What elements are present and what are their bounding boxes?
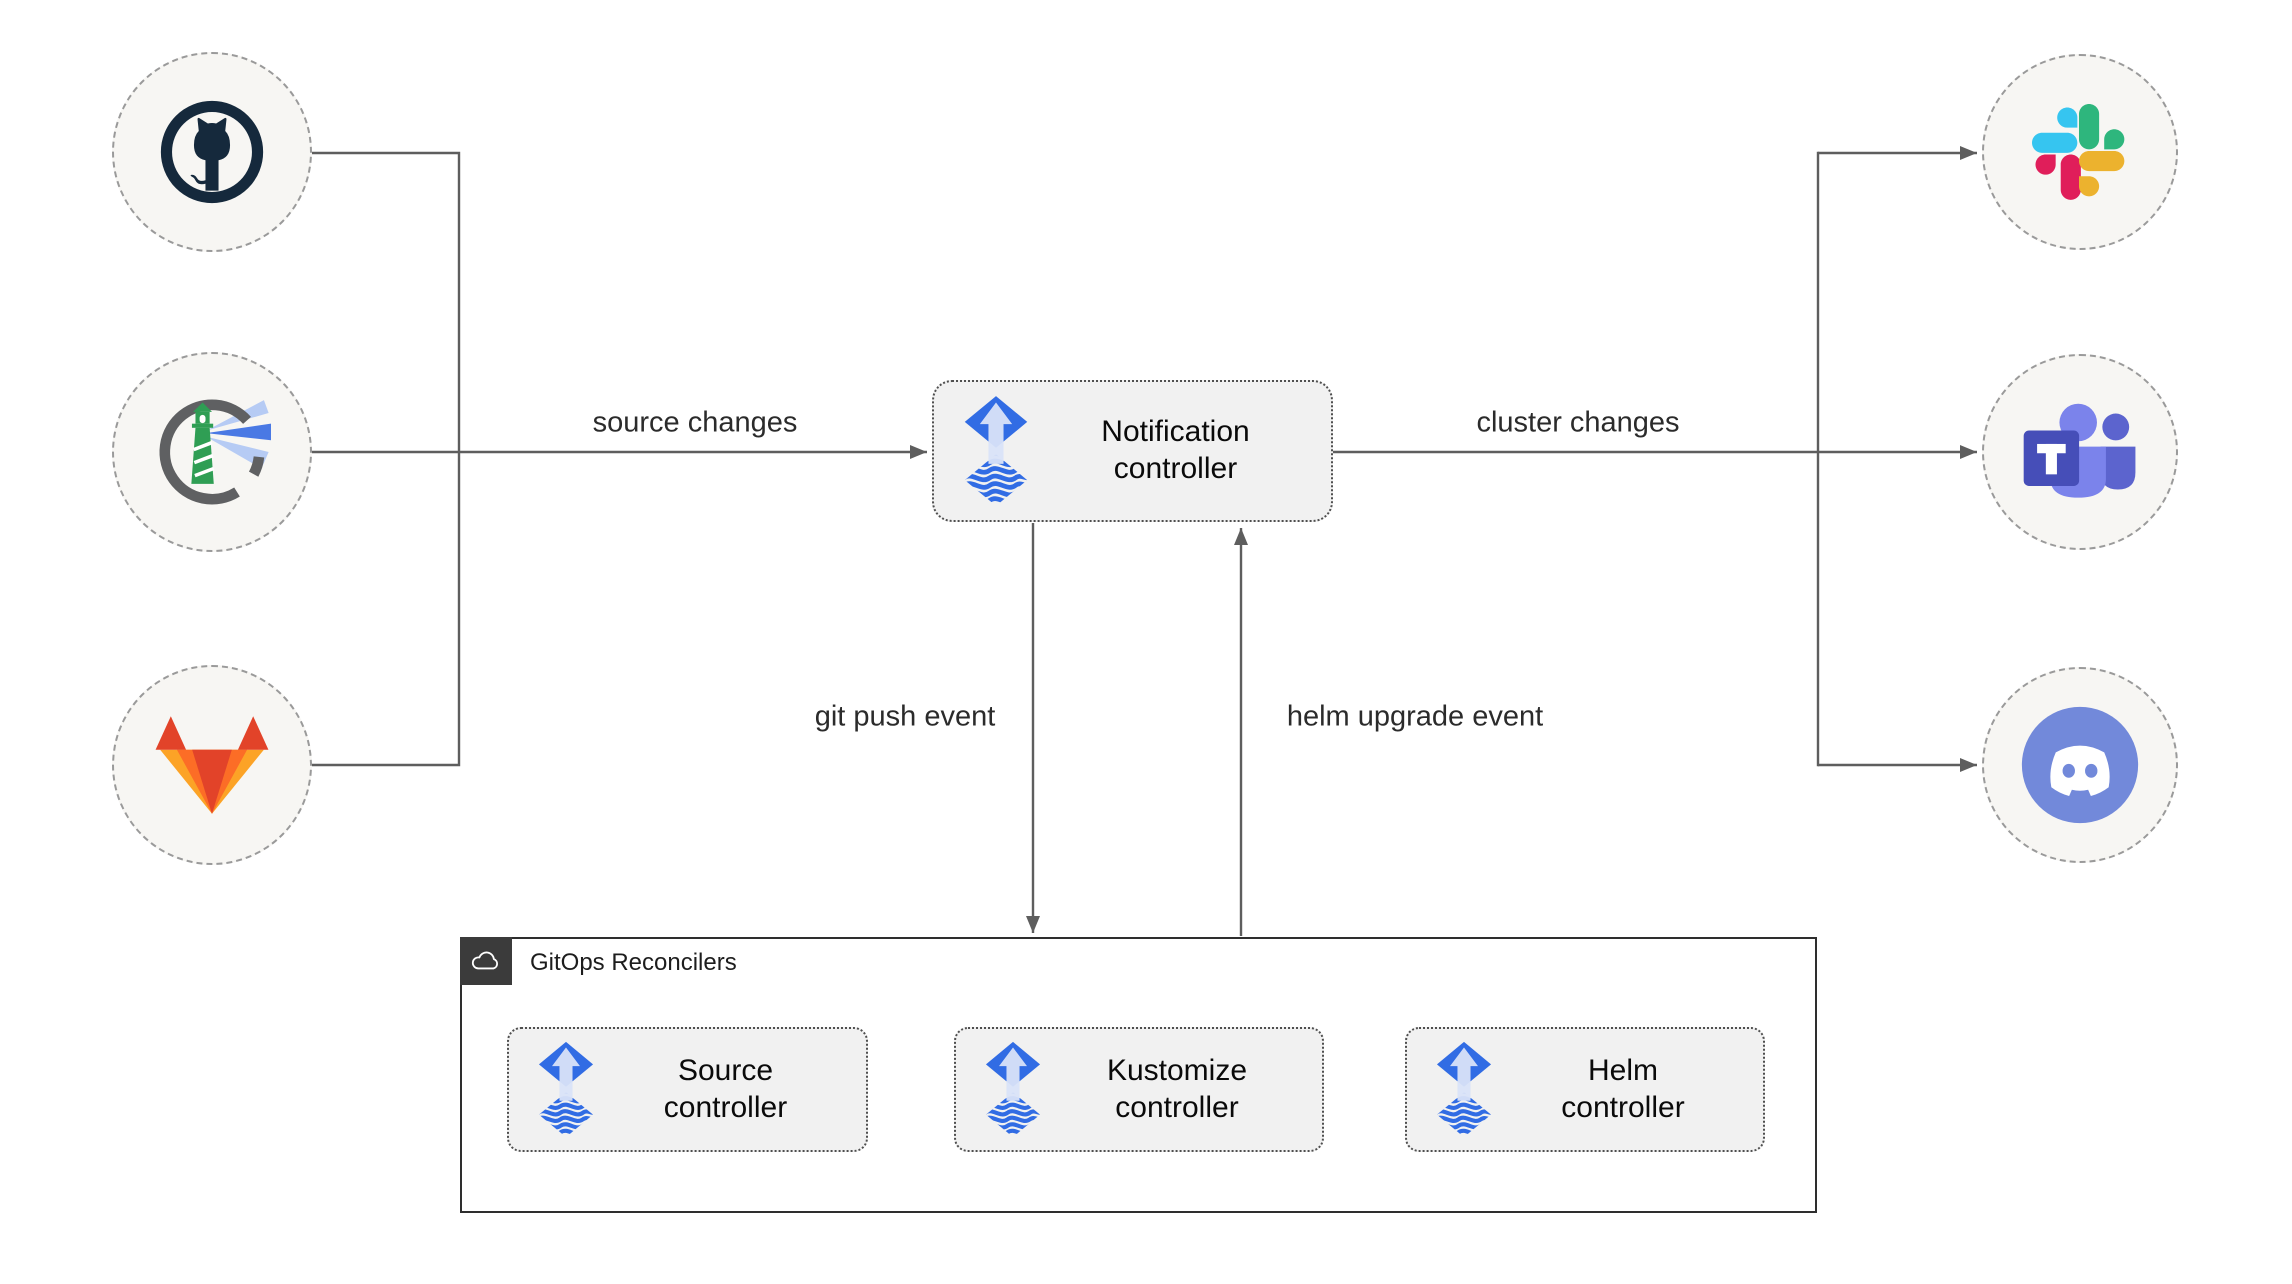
teams-node xyxy=(1982,354,2178,550)
harbor-node xyxy=(112,352,312,552)
teams-icon xyxy=(2023,403,2136,498)
label-source-changes: source changes xyxy=(592,406,798,439)
group-title: GitOps Reconcilers xyxy=(530,949,737,976)
github-node xyxy=(112,52,312,252)
notification-controller-card: Notification controller xyxy=(932,380,1333,522)
gitlab-node xyxy=(112,665,312,865)
label-cluster-changes: cluster changes xyxy=(1476,406,1680,439)
slack-icon xyxy=(2032,104,2125,200)
right-branch-lines xyxy=(1333,151,1820,767)
cloud-icon xyxy=(471,951,498,969)
flux-icon xyxy=(1433,1041,1495,1138)
kustomize-controller-card: Kustomize controller xyxy=(954,1027,1324,1152)
discord-icon xyxy=(2021,706,2139,824)
discord-node xyxy=(1982,667,2178,863)
card-title: Helm controller xyxy=(1561,1053,1685,1124)
label-git-push-event: git push event xyxy=(814,700,996,733)
card-title: Source controller xyxy=(663,1053,788,1124)
card-title: Notification controller xyxy=(1101,415,1250,485)
flux-icon xyxy=(960,395,1032,507)
source-controller-card: Source controller xyxy=(507,1027,868,1152)
harbor-icon xyxy=(159,399,271,505)
left-branch-lines xyxy=(311,151,461,767)
helm-controller-card: Helm controller xyxy=(1405,1027,1765,1152)
flux-icon xyxy=(535,1041,597,1138)
slack-node xyxy=(1982,54,2178,250)
github-icon xyxy=(160,100,264,204)
gitlab-icon xyxy=(155,716,269,814)
card-title: Kustomize controller xyxy=(1106,1053,1248,1124)
flux-icon xyxy=(982,1041,1044,1138)
label-helm-upgrade-event: helm upgrade event xyxy=(1286,700,1544,733)
cloud-badge xyxy=(459,936,512,985)
